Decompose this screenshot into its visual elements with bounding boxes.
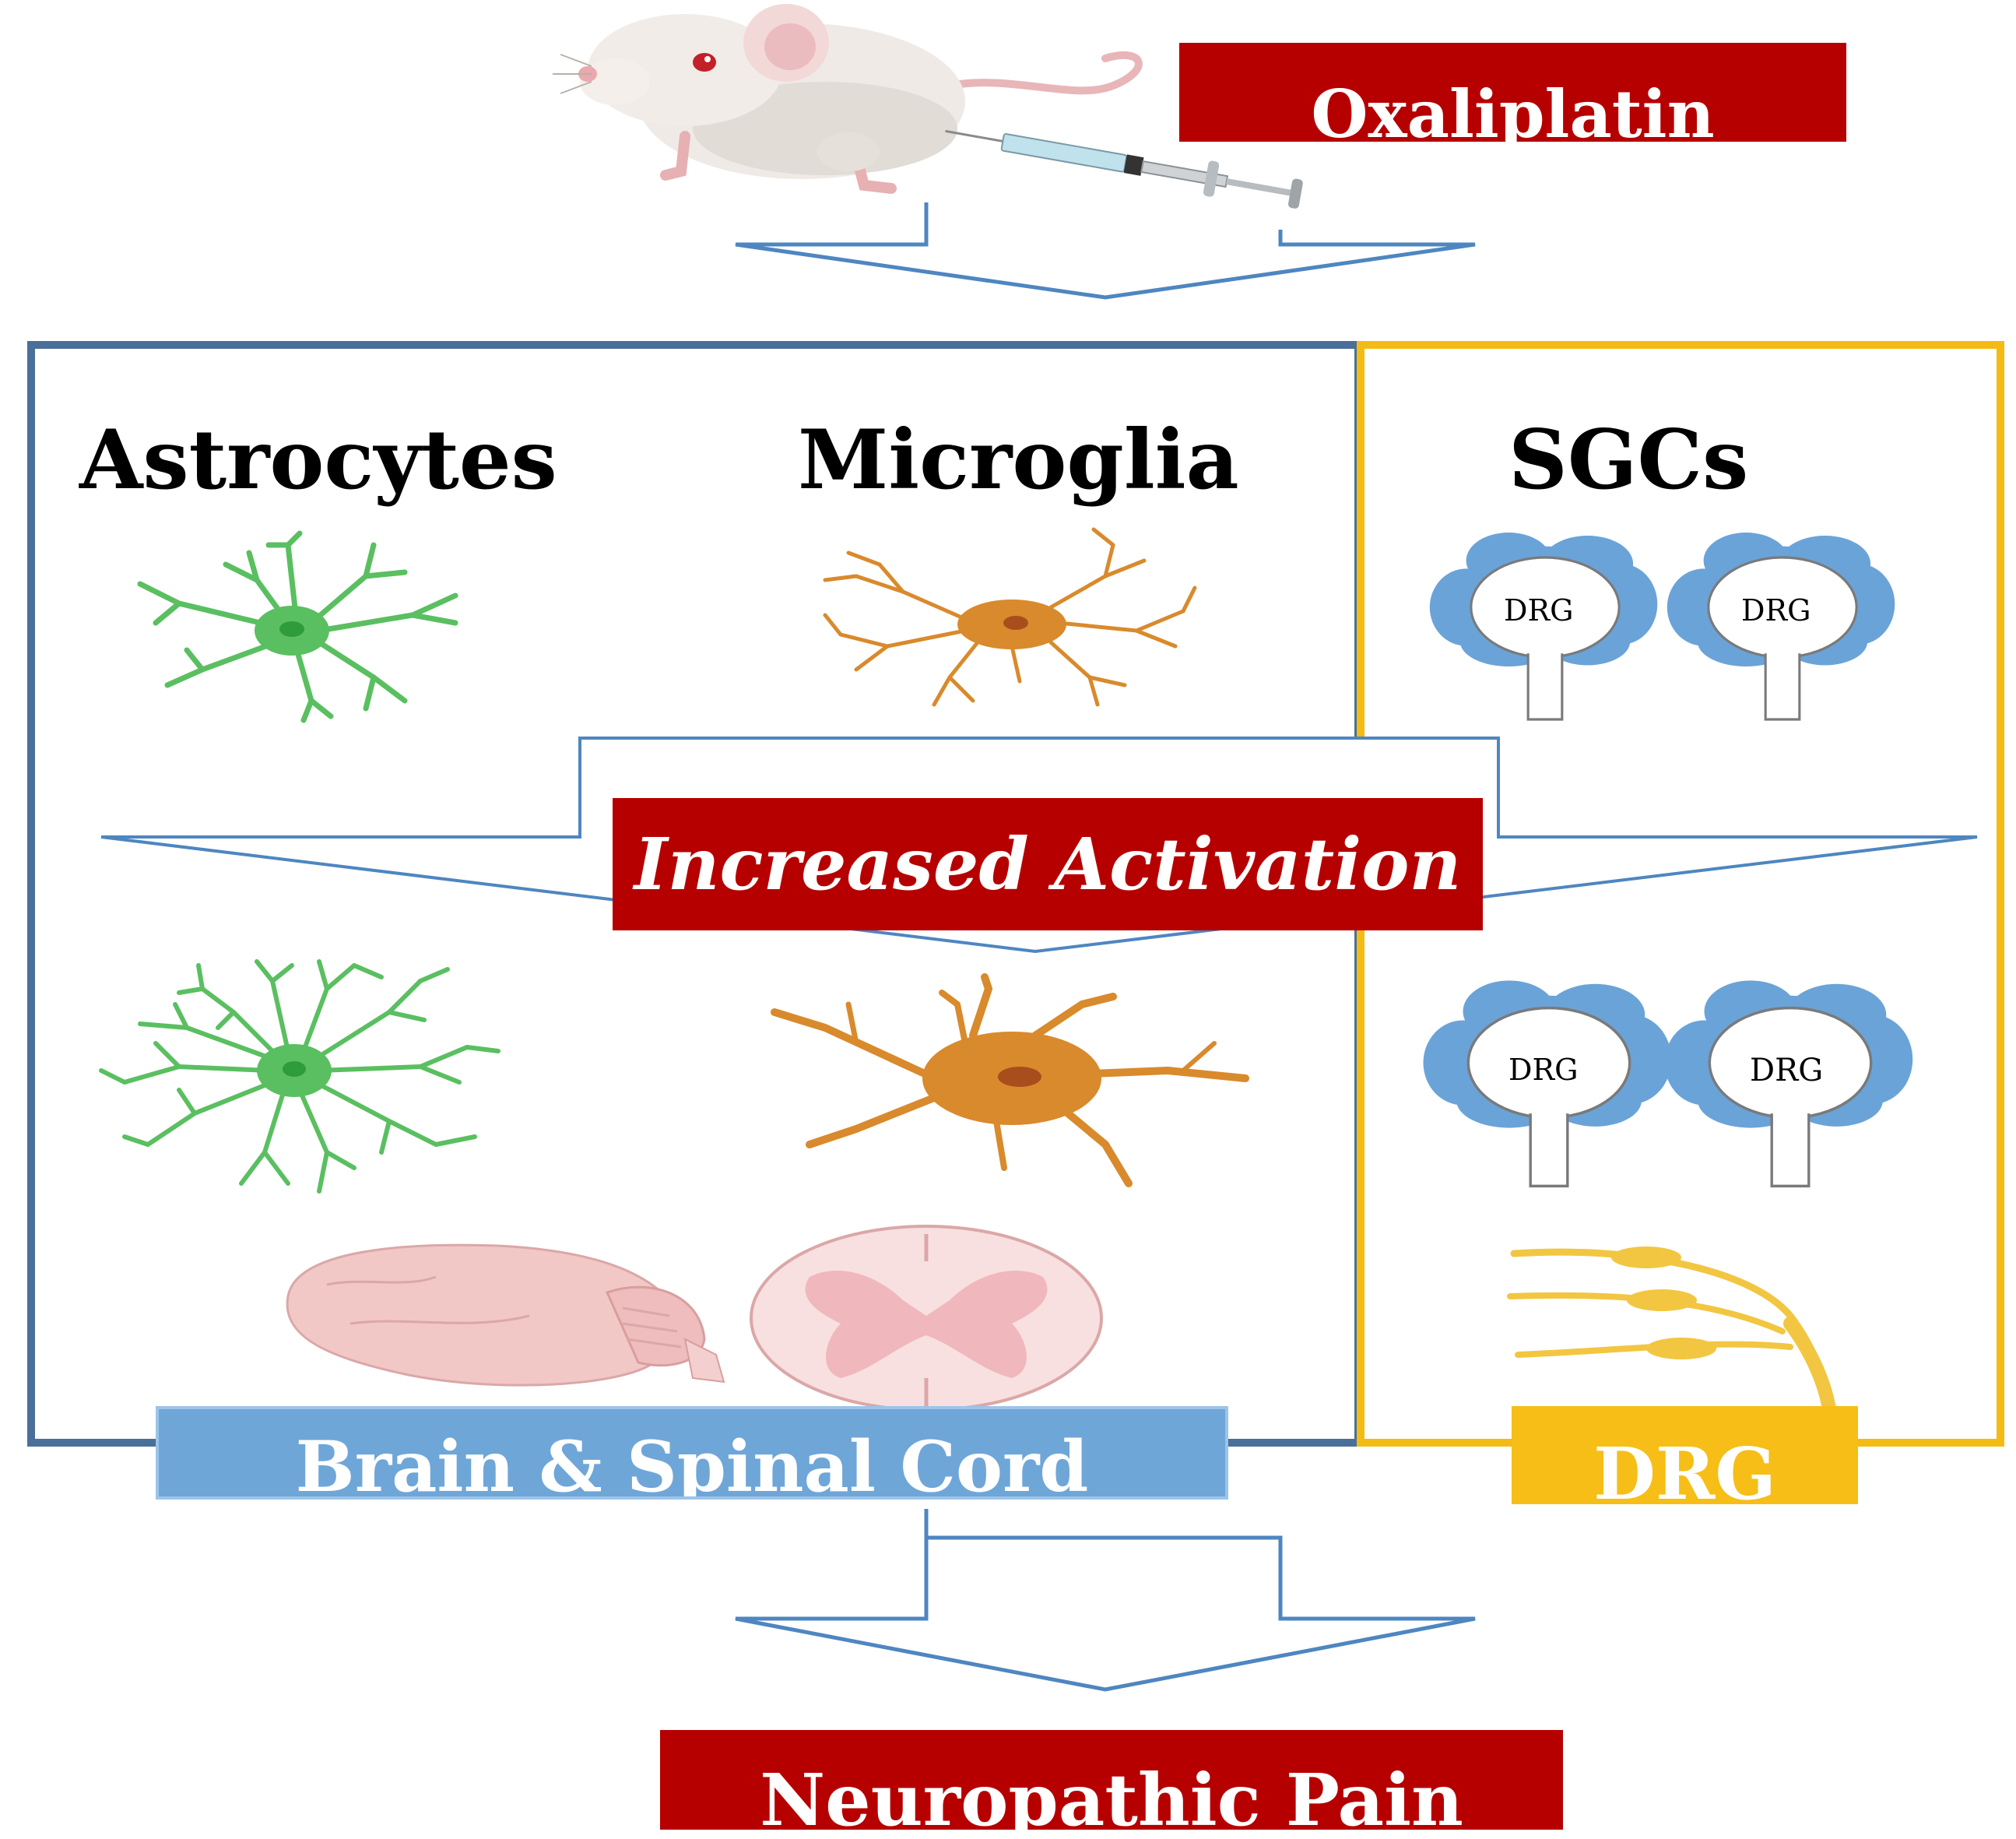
- activation-label: Increased Activation: [634, 822, 1462, 906]
- microglia-activated: [771, 973, 1249, 1187]
- sgcs-heading: SGCs: [1508, 411, 1749, 508]
- drg-nerve-illustration: [1507, 1247, 1836, 1416]
- drg-ganglion-label: DRG: [1508, 1053, 1579, 1087]
- drg-ganglion-label: DRG: [1750, 1053, 1824, 1088]
- microglia-heading: Microglia: [798, 411, 1239, 508]
- oxaliplatin-banner: Oxaliplatin: [1179, 43, 1846, 142]
- syringe-illustration: [945, 129, 1303, 209]
- mouse-illustration: [553, 4, 1143, 194]
- brain-illustration: [286, 1243, 725, 1387]
- drg-ganglion-label: DRG: [1504, 593, 1574, 628]
- spinal-cord-illustration: [750, 1225, 1103, 1412]
- neuropathic-pain-banner: Neuropathic Pain: [660, 1730, 1563, 1830]
- drg-banner-label: DRG: [1593, 1431, 1776, 1504]
- arrow-down-top: [735, 202, 1476, 300]
- astrocyte-activated: [99, 959, 500, 1194]
- cns-banner: Brain & Spinal Cord: [156, 1406, 1228, 1500]
- drg-banner: DRG: [1512, 1406, 1858, 1504]
- cns-banner-label: Brain & Spinal Cord: [295, 1426, 1089, 1500]
- activation-banner: Increased Activation: [613, 798, 1483, 930]
- microglia-resting: [823, 527, 1197, 707]
- drg-ganglion-label: DRG: [1741, 593, 1811, 628]
- astrocytes-heading: Astrocytes: [79, 411, 557, 508]
- arrow-down-bottom: [735, 1509, 1476, 1692]
- astrocyte-resting: [137, 530, 458, 723]
- neuropathic-pain-label: Neuropathic Pain: [760, 1757, 1463, 1830]
- oxaliplatin-label: Oxaliplatin: [1311, 75, 1715, 142]
